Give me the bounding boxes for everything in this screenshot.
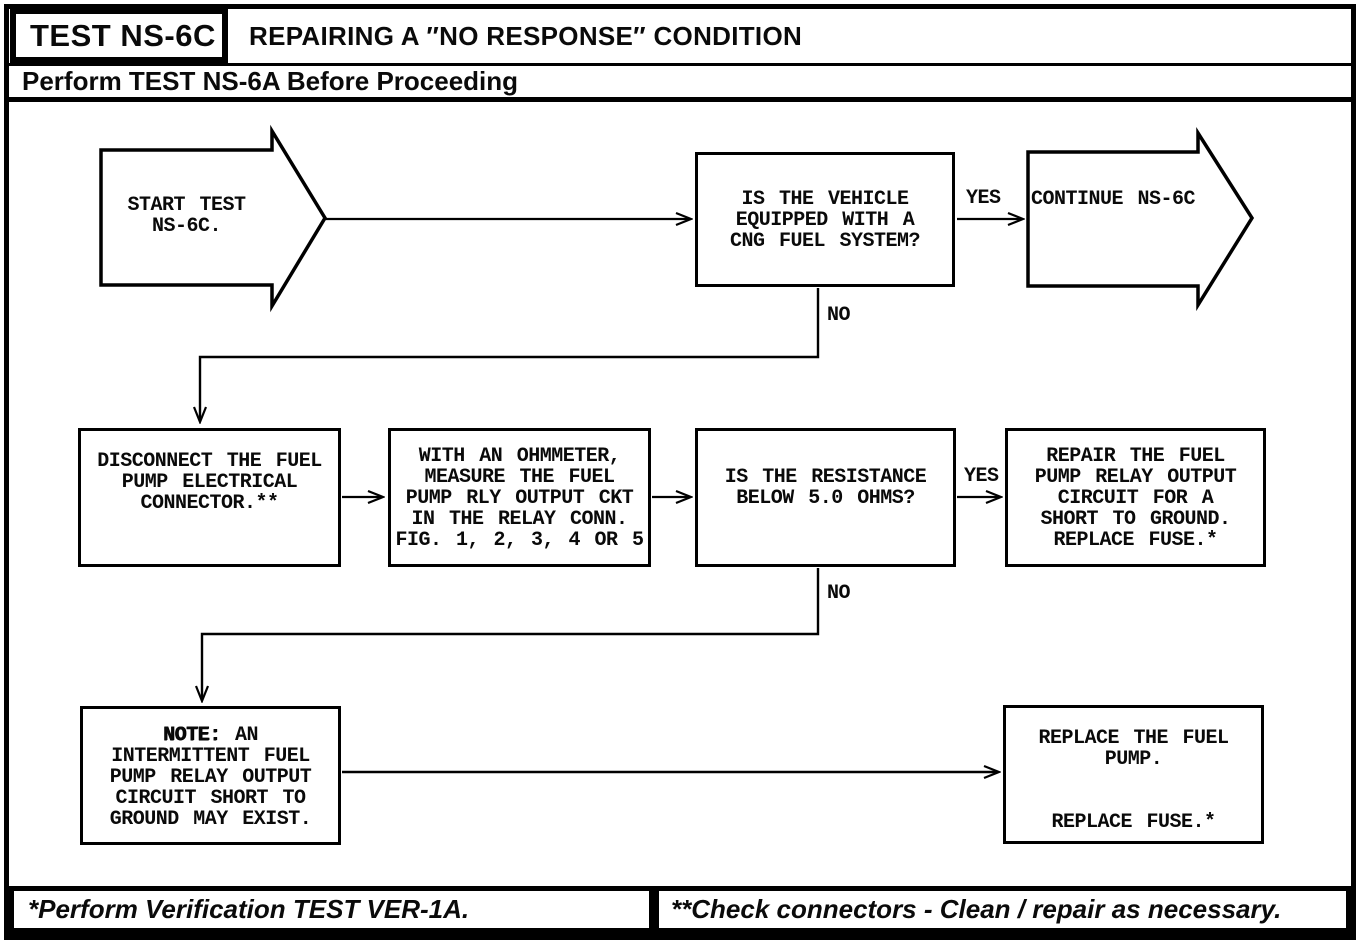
footnote-connectors: **Check connectors - Clean / repair as n… (654, 886, 1351, 933)
note-label: NOTE: (162, 724, 221, 747)
footnote-verification: *Perform Verification TEST VER-1A. (9, 886, 654, 933)
continue-arrow-shape (1026, 126, 1255, 312)
yes-branch-label: YES (964, 465, 999, 488)
subheader-divider (9, 97, 1351, 102)
continue-arrow-label: CONTINUE NS-6C (1030, 188, 1196, 211)
note-heading: NOTE: AN (162, 724, 259, 747)
replace-pump-text: REPLACE THE FUEL PUMP. (1038, 727, 1229, 771)
precondition-note: Perform TEST NS-6A Before Proceeding (22, 66, 519, 96)
repair-step-box: REPAIR THE FUEL PUMP RELAY OUTPUT CIRCUI… (1005, 428, 1266, 567)
header-divider (9, 63, 1351, 66)
ohmmeter-step-box: WITH AN OHMMETER, MEASURE THE FUEL PUMP … (388, 428, 651, 567)
yes-branch-label: YES (966, 187, 1001, 210)
resistance-question-box: IS THE RESISTANCE BELOW 5.0 OHMS? (695, 428, 956, 567)
replace-fuse-text: REPLACE FUSE.* (1051, 811, 1216, 834)
page-title: REPAIRING A ″NO RESPONSE″ CONDITION (249, 21, 803, 51)
replace-step-box: REPLACE THE FUEL PUMP. REPLACE FUSE.* (1003, 705, 1264, 844)
vehicle-question-box: IS THE VEHICLE EQUIPPED WITH A CNG FUEL … (695, 152, 955, 287)
note-box: NOTE: AN INTERMITTENT FUEL PUMP RELAY OU… (80, 706, 341, 845)
test-id-box: TEST NS-6C (10, 8, 228, 63)
no-branch-label: NO (827, 582, 851, 605)
start-arrow-label: START TEST NS-6C. (127, 194, 246, 238)
test-id: TEST NS-6C (30, 17, 216, 53)
no-branch-label: NO (827, 304, 851, 327)
disconnect-step-box: DISCONNECT THE FUEL PUMP ELECTRICAL CONN… (78, 428, 341, 567)
note-body: INTERMITTENT FUEL PUMP RELAY OUTPUT CIRC… (109, 745, 312, 831)
